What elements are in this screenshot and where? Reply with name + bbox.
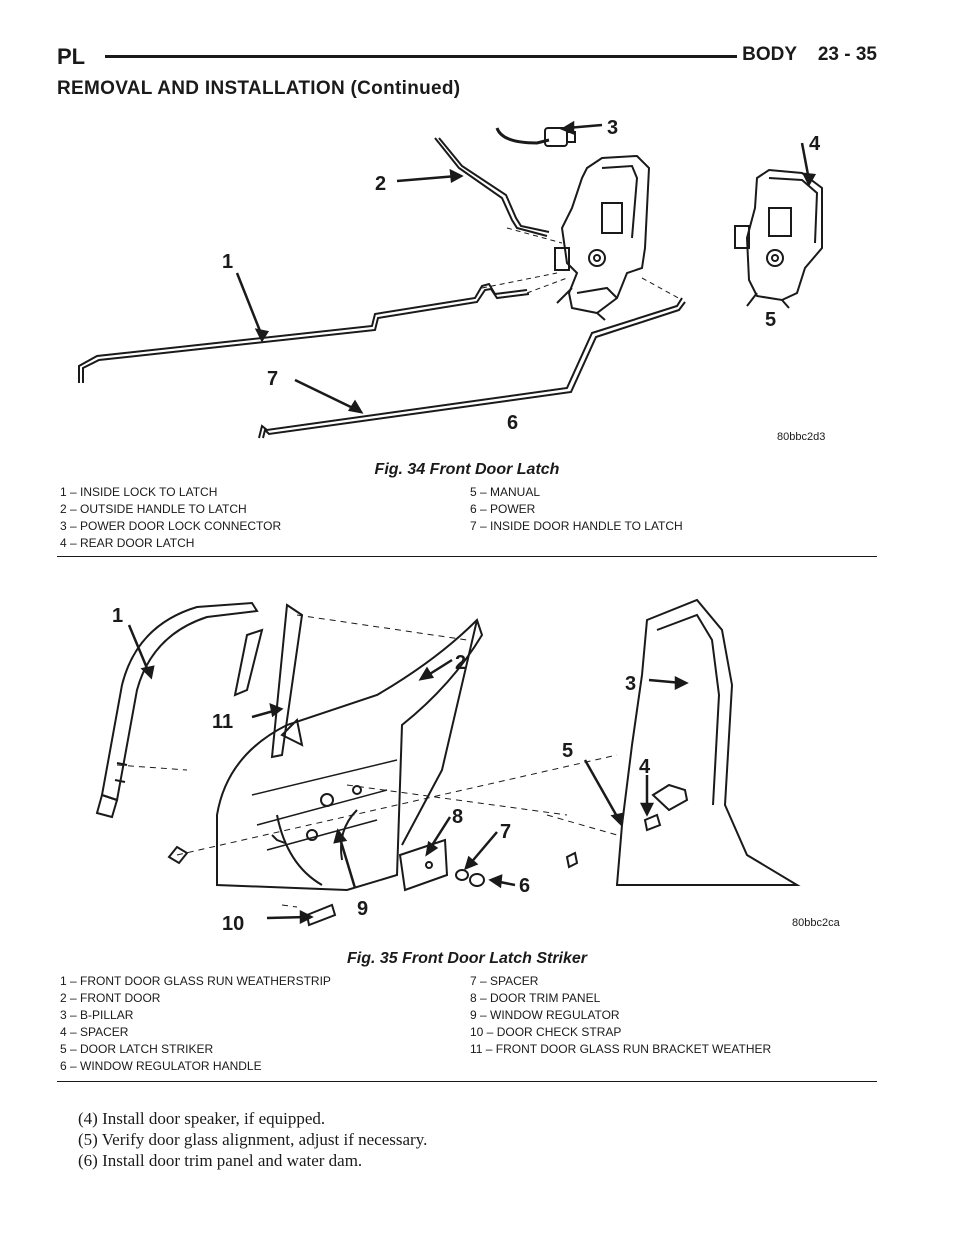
legend-item: 9 – WINDOW REGULATOR — [470, 1008, 620, 1022]
legend-item: 11 – FRONT DOOR GLASS RUN BRACKET WEATHE… — [470, 1042, 772, 1056]
legend-item: 1 – FRONT DOOR GLASS RUN WEATHERSTRIP — [60, 974, 331, 988]
fig35-legend: 1 – FRONT DOOR GLASS RUN WEATHERSTRIP 2 … — [60, 973, 875, 1078]
legend-item: 3 – POWER DOOR LOCK CONNECTOR — [60, 519, 282, 533]
legend-item: 7 – INSIDE DOOR HANDLE TO LATCH — [470, 519, 683, 533]
fig34-callout-6: 6 — [507, 412, 518, 434]
fig34-legend-right: 5 – MANUAL 6 – POWER 7 – INSIDE DOOR HAN… — [470, 484, 683, 535]
header-section: BODY — [742, 44, 797, 65]
fig35-code: 80bbc2ca — [792, 917, 840, 929]
fig35-callout-3: 3 — [625, 673, 636, 695]
fig35-legend-right: 7 – SPACER 8 – DOOR TRIM PANEL 9 – WINDO… — [470, 973, 771, 1058]
fig35-callout-10: 10 — [222, 913, 244, 935]
legend-item: 10 – DOOR CHECK STRAP — [470, 1025, 622, 1039]
header-left: PL — [57, 44, 86, 69]
legend-item: 6 – WINDOW REGULATOR HANDLE — [60, 1059, 262, 1073]
fig35-legend-left: 1 – FRONT DOOR GLASS RUN WEATHERSTRIP 2 … — [60, 973, 331, 1075]
fig35-callout-9: 9 — [357, 898, 368, 920]
figure-35-illustration: 1 2 3 4 5 6 7 8 9 10 11 — [95, 598, 801, 935]
section-title: REMOVAL AND INSTALLATION (Continued) — [57, 78, 461, 99]
legend-item: 5 – DOOR LATCH STRIKER — [60, 1042, 214, 1056]
legend-item: 6 – POWER — [470, 502, 536, 516]
fig35-callout-2: 2 — [455, 652, 466, 674]
fig35-callout-5: 5 — [562, 740, 573, 762]
fig34-callout-1: 1 — [222, 251, 233, 273]
fig35-callout-6: 6 — [519, 875, 530, 897]
fig34-legend: 1 – INSIDE LOCK TO LATCH 2 – OUTSIDE HAN… — [60, 484, 875, 554]
fig35-callout-1: 1 — [112, 605, 123, 627]
step-item: (4) Install door speaker, if equipped. — [78, 1109, 326, 1128]
fig34-callout-2: 2 — [375, 173, 386, 195]
fig34-callout-7: 7 — [267, 368, 278, 390]
legend-item: 8 – DOOR TRIM PANEL — [470, 991, 601, 1005]
fig34-code: 80bbc2d3 — [777, 431, 826, 443]
legend-item: 2 – OUTSIDE HANDLE TO LATCH — [60, 502, 247, 516]
fig35-callout-11: 11 — [212, 711, 233, 733]
fig35-callout-8: 8 — [452, 806, 463, 828]
fig34-callout-4: 4 — [809, 133, 821, 155]
legend-item: 3 – B-PILLAR — [60, 1008, 134, 1022]
page-header: PL BODY 23 - 35 — [57, 44, 877, 74]
fig35-caption: Fig. 35 Front Door Latch Striker — [346, 950, 588, 967]
legend-item: 2 – FRONT DOOR — [60, 991, 161, 1005]
legend-item: 7 – SPACER — [470, 974, 539, 988]
divider — [57, 556, 877, 557]
fig34-caption: Fig. 34 Front Door Latch — [374, 461, 560, 478]
legend-item: 4 – SPACER — [60, 1025, 129, 1039]
figure-34: 1 2 3 4 5 6 7 80bbc2d3 — [57, 108, 877, 458]
fig35-callout-4: 4 — [639, 756, 651, 778]
step-item: (5) Verify door glass alignment, adjust … — [78, 1130, 428, 1149]
figure-35: 1 2 3 4 5 6 7 8 9 10 11 80bbc2ca — [57, 585, 877, 940]
header-rule — [105, 55, 737, 58]
legend-item: 5 – MANUAL — [470, 485, 541, 499]
header-page-number: 23 - 35 — [817, 44, 877, 65]
figure-34-illustration: 1 2 3 4 5 6 7 — [78, 117, 823, 439]
divider — [57, 1081, 877, 1082]
fig34-callout-3: 3 — [607, 117, 618, 139]
step-item: (6) Install door trim panel and water da… — [78, 1151, 363, 1170]
fig34-legend-left: 1 – INSIDE LOCK TO LATCH 2 – OUTSIDE HAN… — [60, 484, 281, 552]
legend-item: 4 – REAR DOOR LATCH — [60, 536, 195, 550]
fig35-callout-7: 7 — [500, 821, 511, 843]
procedure-steps: (4) Install door speaker, if equipped. (… — [78, 1108, 427, 1171]
legend-item: 1 – INSIDE LOCK TO LATCH — [60, 485, 218, 499]
fig34-callout-5: 5 — [765, 309, 776, 331]
